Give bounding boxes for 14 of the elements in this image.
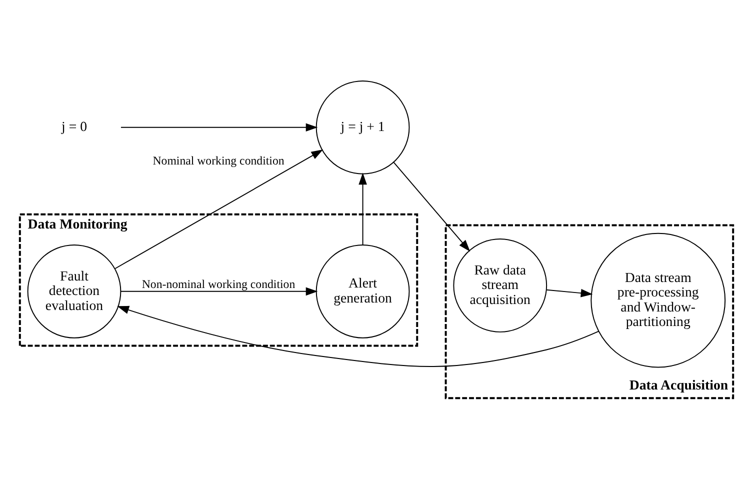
arrow — [114, 149, 324, 269]
arrow — [393, 162, 470, 252]
node-circle: Alert generation — [316, 244, 410, 338]
edge-label: Nominal working condition — [152, 153, 284, 168]
arrow — [358, 172, 367, 245]
arrow — [117, 305, 600, 367]
arrow — [120, 122, 318, 132]
node-circle: Data stream pre-processing and Window-partitioning — [590, 232, 726, 368]
arrow — [120, 286, 318, 296]
node-circle: Fault detection evaluation — [27, 244, 122, 338]
arrow — [546, 288, 593, 297]
edge-label: Non-nominal working condition — [142, 276, 296, 291]
node-text: j = 0 — [62, 118, 87, 134]
node-circle: j = j + 1 — [316, 80, 410, 174]
